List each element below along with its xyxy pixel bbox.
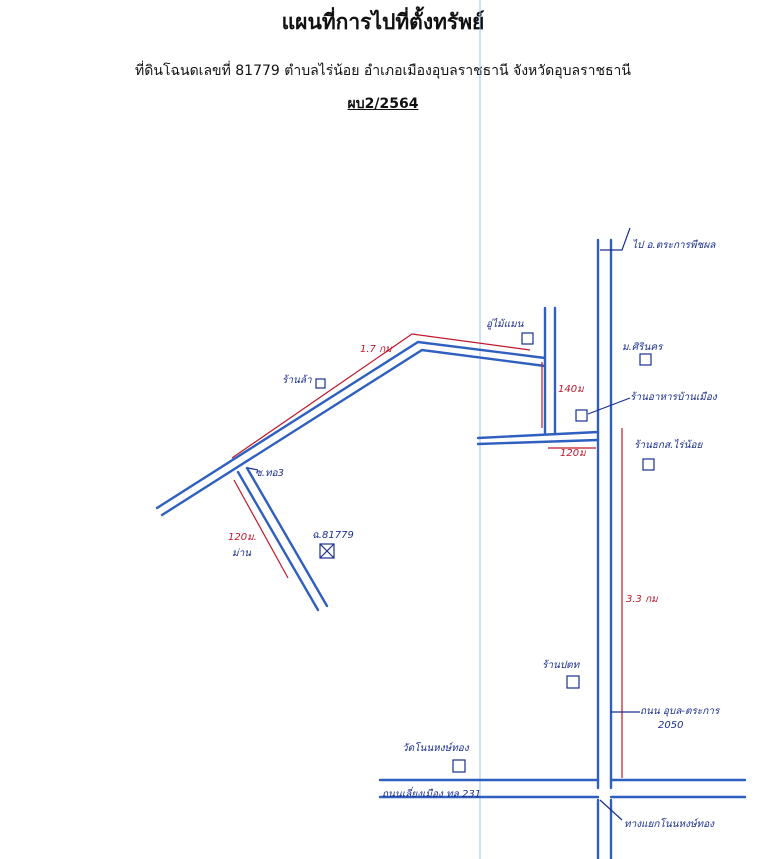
measure-diagonal: [231, 333, 531, 459]
label-junction: ทางแยกโนนหงษ์ทอง: [624, 818, 715, 830]
trakan-leader: [600, 227, 631, 251]
label-rice-shop: ร้านล้า: [282, 374, 312, 386]
road-diagonal: [155, 340, 547, 517]
post-office-marker: [566, 675, 580, 689]
label-to-trakan: ไป อ.ตระการพืชผล: [632, 239, 716, 251]
label-dist-soi-sub: ม่าน: [232, 548, 252, 559]
bank-marker: [642, 458, 655, 471]
label-dist-horizontal: 120ม: [560, 448, 587, 459]
road-2050: [596, 238, 613, 859]
property-marker: [319, 543, 335, 559]
soi-leader: [247, 467, 259, 471]
road-231: [378, 778, 747, 799]
label-bank: ร้านธกส.ไร่น้อย: [634, 439, 704, 451]
shop-leader: [587, 397, 631, 415]
page-title: แผนที่การไปที่ตั้งทรัพย์: [281, 10, 485, 34]
label-dist-soi: 120ม.: [228, 532, 257, 543]
label-shop: ร้านอาหารบ้านเมือง: [630, 391, 718, 403]
case-number: ผบ2/2564: [347, 96, 419, 112]
label-dist-diagonal: 1.7 กม: [360, 344, 393, 355]
uthai-shop-marker: [521, 332, 534, 345]
label-temple: วัดโนนหงษ์ทอง: [402, 742, 470, 754]
junction-leader: [599, 799, 623, 821]
label-uthai-shop: อู่ไม้แมน: [486, 318, 525, 330]
label-road-231: ถนนเลี่ยงเมือง ทล 231: [382, 786, 481, 800]
village-marker: [639, 353, 652, 366]
label-soi: ซ.ทอ3: [255, 468, 284, 479]
shop-marker: [575, 409, 588, 422]
page-subtitle: ที่ดินโฉนดเลขที่ 81779 ตำบลไร่น้อย อำเภอ…: [135, 63, 631, 79]
label-property: ฉ.81779: [312, 530, 354, 541]
road-soi: [236, 466, 329, 612]
label-village: ม.ศิรินคร: [622, 341, 664, 353]
rice-shop-marker: [315, 378, 326, 389]
measure-soi: [233, 479, 289, 579]
temple-marker: [452, 759, 466, 773]
label-post-office: ร้านปตท: [542, 659, 581, 671]
road-connector: [476, 306, 600, 446]
label-dist-highway: 3.3 กม: [626, 594, 659, 605]
label-dist-vertical: 140ม: [558, 384, 585, 395]
